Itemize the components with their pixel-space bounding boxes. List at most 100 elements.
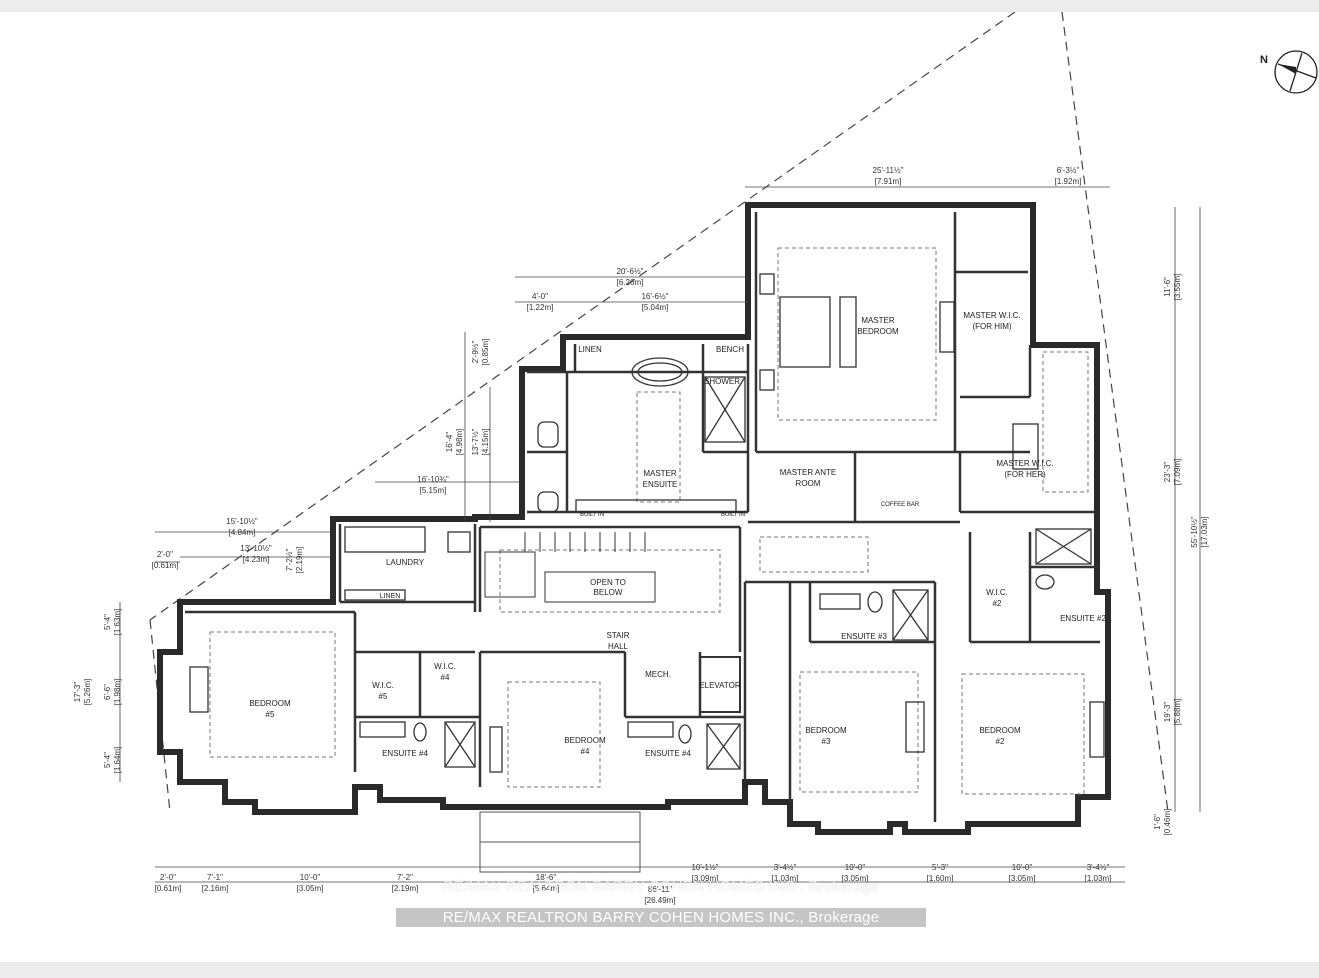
label-wic5-1: W.I.C. — [372, 681, 394, 690]
ceiling-outlines — [209, 247, 1089, 795]
dim-left-5-4-b-m: [1.64m] — [113, 747, 122, 774]
label-stair-hall-1: STAIR — [607, 631, 630, 640]
dim-16-10-m: [5.15m] — [420, 486, 447, 495]
dim-2-9: 2'-9½" — [471, 341, 480, 364]
label-coffee-bar: COFFEE BAR — [881, 502, 920, 508]
label-bench: BENCH — [716, 345, 744, 354]
fixtures — [189, 273, 1105, 773]
dim-16-6-m: [5.04m] — [642, 303, 669, 312]
dim-15-10-m: [4.84m] — [229, 528, 256, 537]
dim-bot-3-4-b-m: [1.03m] — [1085, 874, 1112, 883]
dim-bot-5-3: 5'-3" — [932, 863, 948, 872]
label-wic5-2: #5 — [379, 692, 388, 701]
dim-bot-3-4-a-m: [1.03m] — [772, 874, 799, 883]
dim-bot-10-1-m: [3.09m] — [692, 874, 719, 883]
label-master-wic-her-2: (FOR HER) — [1004, 470, 1046, 479]
label-bedroom4-2: #4 — [581, 747, 590, 756]
dim-right-55-10-m: [17.03m] — [1200, 516, 1209, 547]
label-bedroom4-1: BEDROOM — [564, 736, 606, 745]
dim-4-0: 4'-0" — [532, 292, 548, 301]
label-bedroom3-1: BEDROOM — [805, 726, 847, 735]
label-ensuite-2: ENSUITE #2 — [1060, 614, 1106, 623]
dim-13-10: 13'-10½" — [240, 544, 272, 553]
dim-bot-3-4-b: 3'-4½" — [1087, 863, 1110, 872]
dim-bot-total: 86'-11" — [648, 885, 672, 894]
dim-left-5-4-b: 5'-4" — [103, 752, 112, 768]
dim-2-9-m: [0.85m] — [481, 339, 490, 366]
label-wic4-1: W.I.C. — [434, 662, 456, 671]
label-master-ensuite-1: MASTER — [643, 469, 677, 478]
label-bedroom5-2: #5 — [266, 710, 275, 719]
label-master-wic-him-2: (FOR HIM) — [972, 322, 1011, 331]
dim-right-23-3: 23'-3" — [1163, 462, 1172, 483]
dim-right-1-6-m: [0.46m] — [1163, 809, 1172, 836]
dim-2-0-top-m: [0.61m] — [152, 561, 179, 570]
dim-bot-2-0-m: [0.61m] — [155, 884, 182, 893]
dim-right-11-6: 11'-6" — [1163, 277, 1172, 297]
dim-bot-10-0-a-m: [3.05m] — [297, 884, 324, 893]
label-elevator: ELEVATOR — [699, 681, 741, 690]
dim-13-7: 13'-7½" — [471, 428, 480, 455]
dim-left-17-3-m: [5.26m] — [83, 679, 92, 706]
label-master-ante-2: ROOM — [796, 479, 821, 488]
dim-bot-10-1: 10'-1½" — [691, 863, 718, 872]
dim-bot-7-2-m: [2.19m] — [392, 884, 419, 893]
dim-left-6-6-m: [1.98m] — [113, 679, 122, 706]
label-wic2-1: W.I.C. — [986, 588, 1008, 597]
label-bedroom3-2: #3 — [822, 737, 831, 746]
dim-right-19-3: 19'-3" — [1163, 702, 1172, 723]
label-bedroom5-1: BEDROOM — [249, 699, 291, 708]
label-linen-laundry: LINEN — [380, 593, 401, 600]
room-labels: LINEN BENCH SHOWER MASTER BEDROOM MASTER… — [249, 311, 1106, 758]
label-open-below-1: OPEN TO — [590, 578, 626, 587]
dim-right-23-3-m: [7.09m] — [1173, 459, 1182, 486]
label-master-wic-him-1: MASTER W.I.C. — [963, 311, 1020, 320]
dim-16-4-m: [4.98m] — [455, 429, 464, 456]
label-ensuite-3: ENSUITE #3 — [841, 632, 887, 641]
dim-bot-10-0-c: 10'-0" — [1012, 863, 1033, 872]
watermark-line-2: RE/MAX REALTRON BARRY COHEN HOMES INC., … — [396, 908, 926, 927]
dim-left-17-3: 17'-3" — [73, 682, 82, 703]
dim-bot-2-0: 2'-0" — [160, 873, 176, 882]
dim-right-19-3-m: [5.88m] — [1173, 699, 1182, 726]
label-master-wic-her-1: MASTER W.I.C. — [996, 459, 1053, 468]
dim-right-11-6-m: [3.55m] — [1173, 274, 1182, 301]
label-bedroom2-2: #2 — [996, 737, 1005, 746]
dim-15-10: 15'-10½" — [226, 517, 258, 526]
dim-bot-7-1-m: [2.16m] — [202, 884, 229, 893]
label-wic2-2: #2 — [993, 599, 1002, 608]
dim-top-25-11-m: [7.91m] — [875, 177, 902, 186]
dim-bot-18-6: 18'-6" — [536, 873, 557, 882]
dim-16-6: 16'-6½" — [641, 292, 668, 301]
staircase — [484, 532, 656, 603]
dim-7-2-v-m: [2.19m] — [295, 547, 304, 574]
dim-bot-total-m: [26.49m] — [644, 896, 675, 905]
label-built-in-2: BUILT IN — [721, 512, 745, 518]
dim-bot-7-1: 7'-1" — [207, 873, 223, 882]
dim-top-6-3-m: [1.92m] — [1055, 177, 1082, 186]
dim-right-1-6: 1'-6" — [1153, 814, 1162, 830]
dim-bot-18-6-m: [5.64m] — [533, 884, 560, 893]
label-shower: SHOWER — [704, 377, 740, 386]
dim-bot-5-3-m: [1.60m] — [927, 874, 954, 883]
label-open-below-2: BELOW — [594, 588, 623, 597]
dimension-labels: 25'-11½" [7.91m] 6'-3½" [1.92m] 20'-6½" … — [152, 166, 1112, 905]
dim-4-0-m: [1.22m] — [527, 303, 554, 312]
north-compass-icon: N — [1260, 50, 1318, 94]
floor-plan: N — [73, 12, 1318, 905]
label-master-ante-1: MASTER ANTE — [780, 468, 836, 477]
dim-bot-3-4-a: 3'-4½" — [774, 863, 797, 872]
dim-20-6-m: [6.26m] — [617, 278, 644, 287]
property-lines — [149, 12, 1169, 813]
dim-top-6-3: 6'-3½" — [1057, 166, 1080, 175]
dim-bot-10-0-b-m: [3.05m] — [842, 874, 869, 883]
label-master-bedroom-2: BEDROOM — [857, 327, 899, 336]
dim-7-2-v: 7'-2½" — [285, 549, 294, 572]
dim-bot-10-0-a: 10'-0" — [300, 873, 321, 882]
dim-bot-10-0-c-m: [3.05m] — [1009, 874, 1036, 883]
dim-left-6-6: 6'-6" — [103, 684, 112, 700]
dim-2-0-top: 2'-0" — [157, 550, 173, 559]
dim-bot-10-0-b: 10'-0" — [845, 863, 866, 872]
vertical-dimension-labels: 2'-9½" [0.85m] 16'-4" [4.98m] 13'-7½" [4… — [73, 274, 1209, 836]
label-wic4-2: #4 — [441, 673, 450, 682]
